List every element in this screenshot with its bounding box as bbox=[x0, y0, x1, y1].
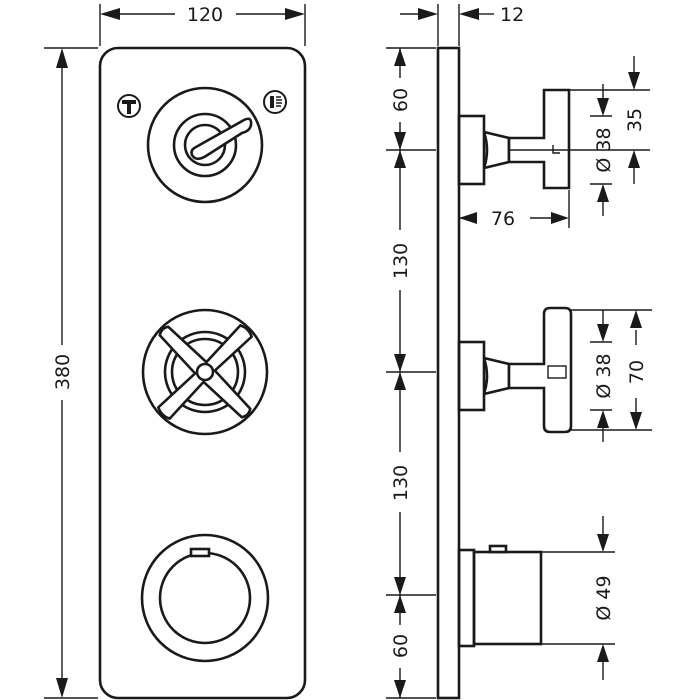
handle-projection-label: 76 bbox=[491, 208, 515, 230]
plate-thickness-dimension: 12 bbox=[400, 4, 524, 46]
round-knob bbox=[140, 533, 270, 663]
side-view: 12 60 130 130 bbox=[386, 4, 652, 700]
plate-width-label: 120 bbox=[187, 4, 223, 26]
lever-diameter-label: Ø 38 bbox=[593, 127, 615, 172]
spacing-lower-label: 130 bbox=[390, 465, 412, 501]
handle-projection-dimension: 76 bbox=[459, 190, 570, 230]
lever-valve bbox=[146, 86, 264, 204]
lever-dimensions: 35 Ø 38 bbox=[509, 56, 650, 216]
bottom-offset-label: 60 bbox=[390, 634, 412, 658]
cross-handle-valve bbox=[141, 308, 269, 436]
shower-symbol-icon bbox=[263, 90, 287, 114]
spacing-upper-label: 130 bbox=[390, 243, 412, 279]
lever-height-label: 35 bbox=[624, 108, 646, 132]
knob-diameter-label: Ø 49 bbox=[593, 575, 615, 620]
plate-height-dimension: 380 bbox=[44, 47, 98, 699]
thermostat-symbol-icon bbox=[117, 94, 141, 118]
knob-dimensions: Ø 49 bbox=[541, 516, 615, 680]
cross-diameter-label: Ø 38 bbox=[593, 353, 615, 398]
cross-handle-side bbox=[457, 306, 573, 434]
front-view: 120 380 bbox=[44, 4, 307, 700]
plate-thickness-label: 12 bbox=[500, 4, 524, 26]
lever-handle-side bbox=[457, 88, 571, 190]
knob-side bbox=[457, 544, 543, 648]
cross-dimensions: Ø 38 70 bbox=[571, 309, 652, 442]
front-plate bbox=[98, 46, 307, 700]
plate-width-dimension: 120 bbox=[99, 4, 306, 46]
cross-span-label: 70 bbox=[626, 360, 648, 384]
side-plate bbox=[436, 46, 461, 700]
top-offset-label: 60 bbox=[390, 88, 412, 112]
vertical-spacing-chain: 60 130 130 60 bbox=[386, 47, 436, 699]
plate-height-label: 380 bbox=[52, 354, 74, 390]
